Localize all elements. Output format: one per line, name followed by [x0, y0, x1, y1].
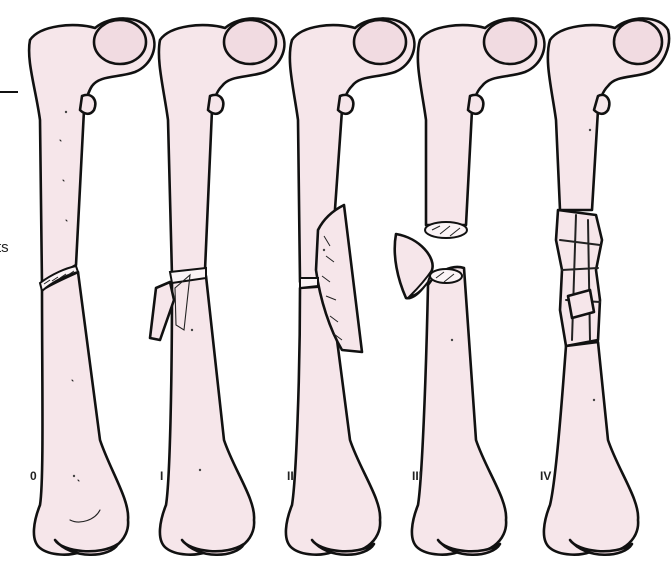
panel-label-0: 0 — [30, 469, 37, 483]
femur-panel-II: II — [286, 18, 414, 554]
femur-panel-III: III — [395, 18, 545, 554]
panel-label-IV: IV — [540, 469, 551, 483]
panel-label-II: II — [287, 469, 294, 483]
femur-panel-I: I — [150, 18, 284, 554]
panel-label-III: III — [412, 469, 422, 483]
panel-label-I: I — [160, 469, 163, 483]
edge-text: ts — [0, 239, 9, 256]
femur-panel-IV: IV — [540, 18, 669, 554]
femur-panel-0: 0 — [29, 18, 154, 554]
